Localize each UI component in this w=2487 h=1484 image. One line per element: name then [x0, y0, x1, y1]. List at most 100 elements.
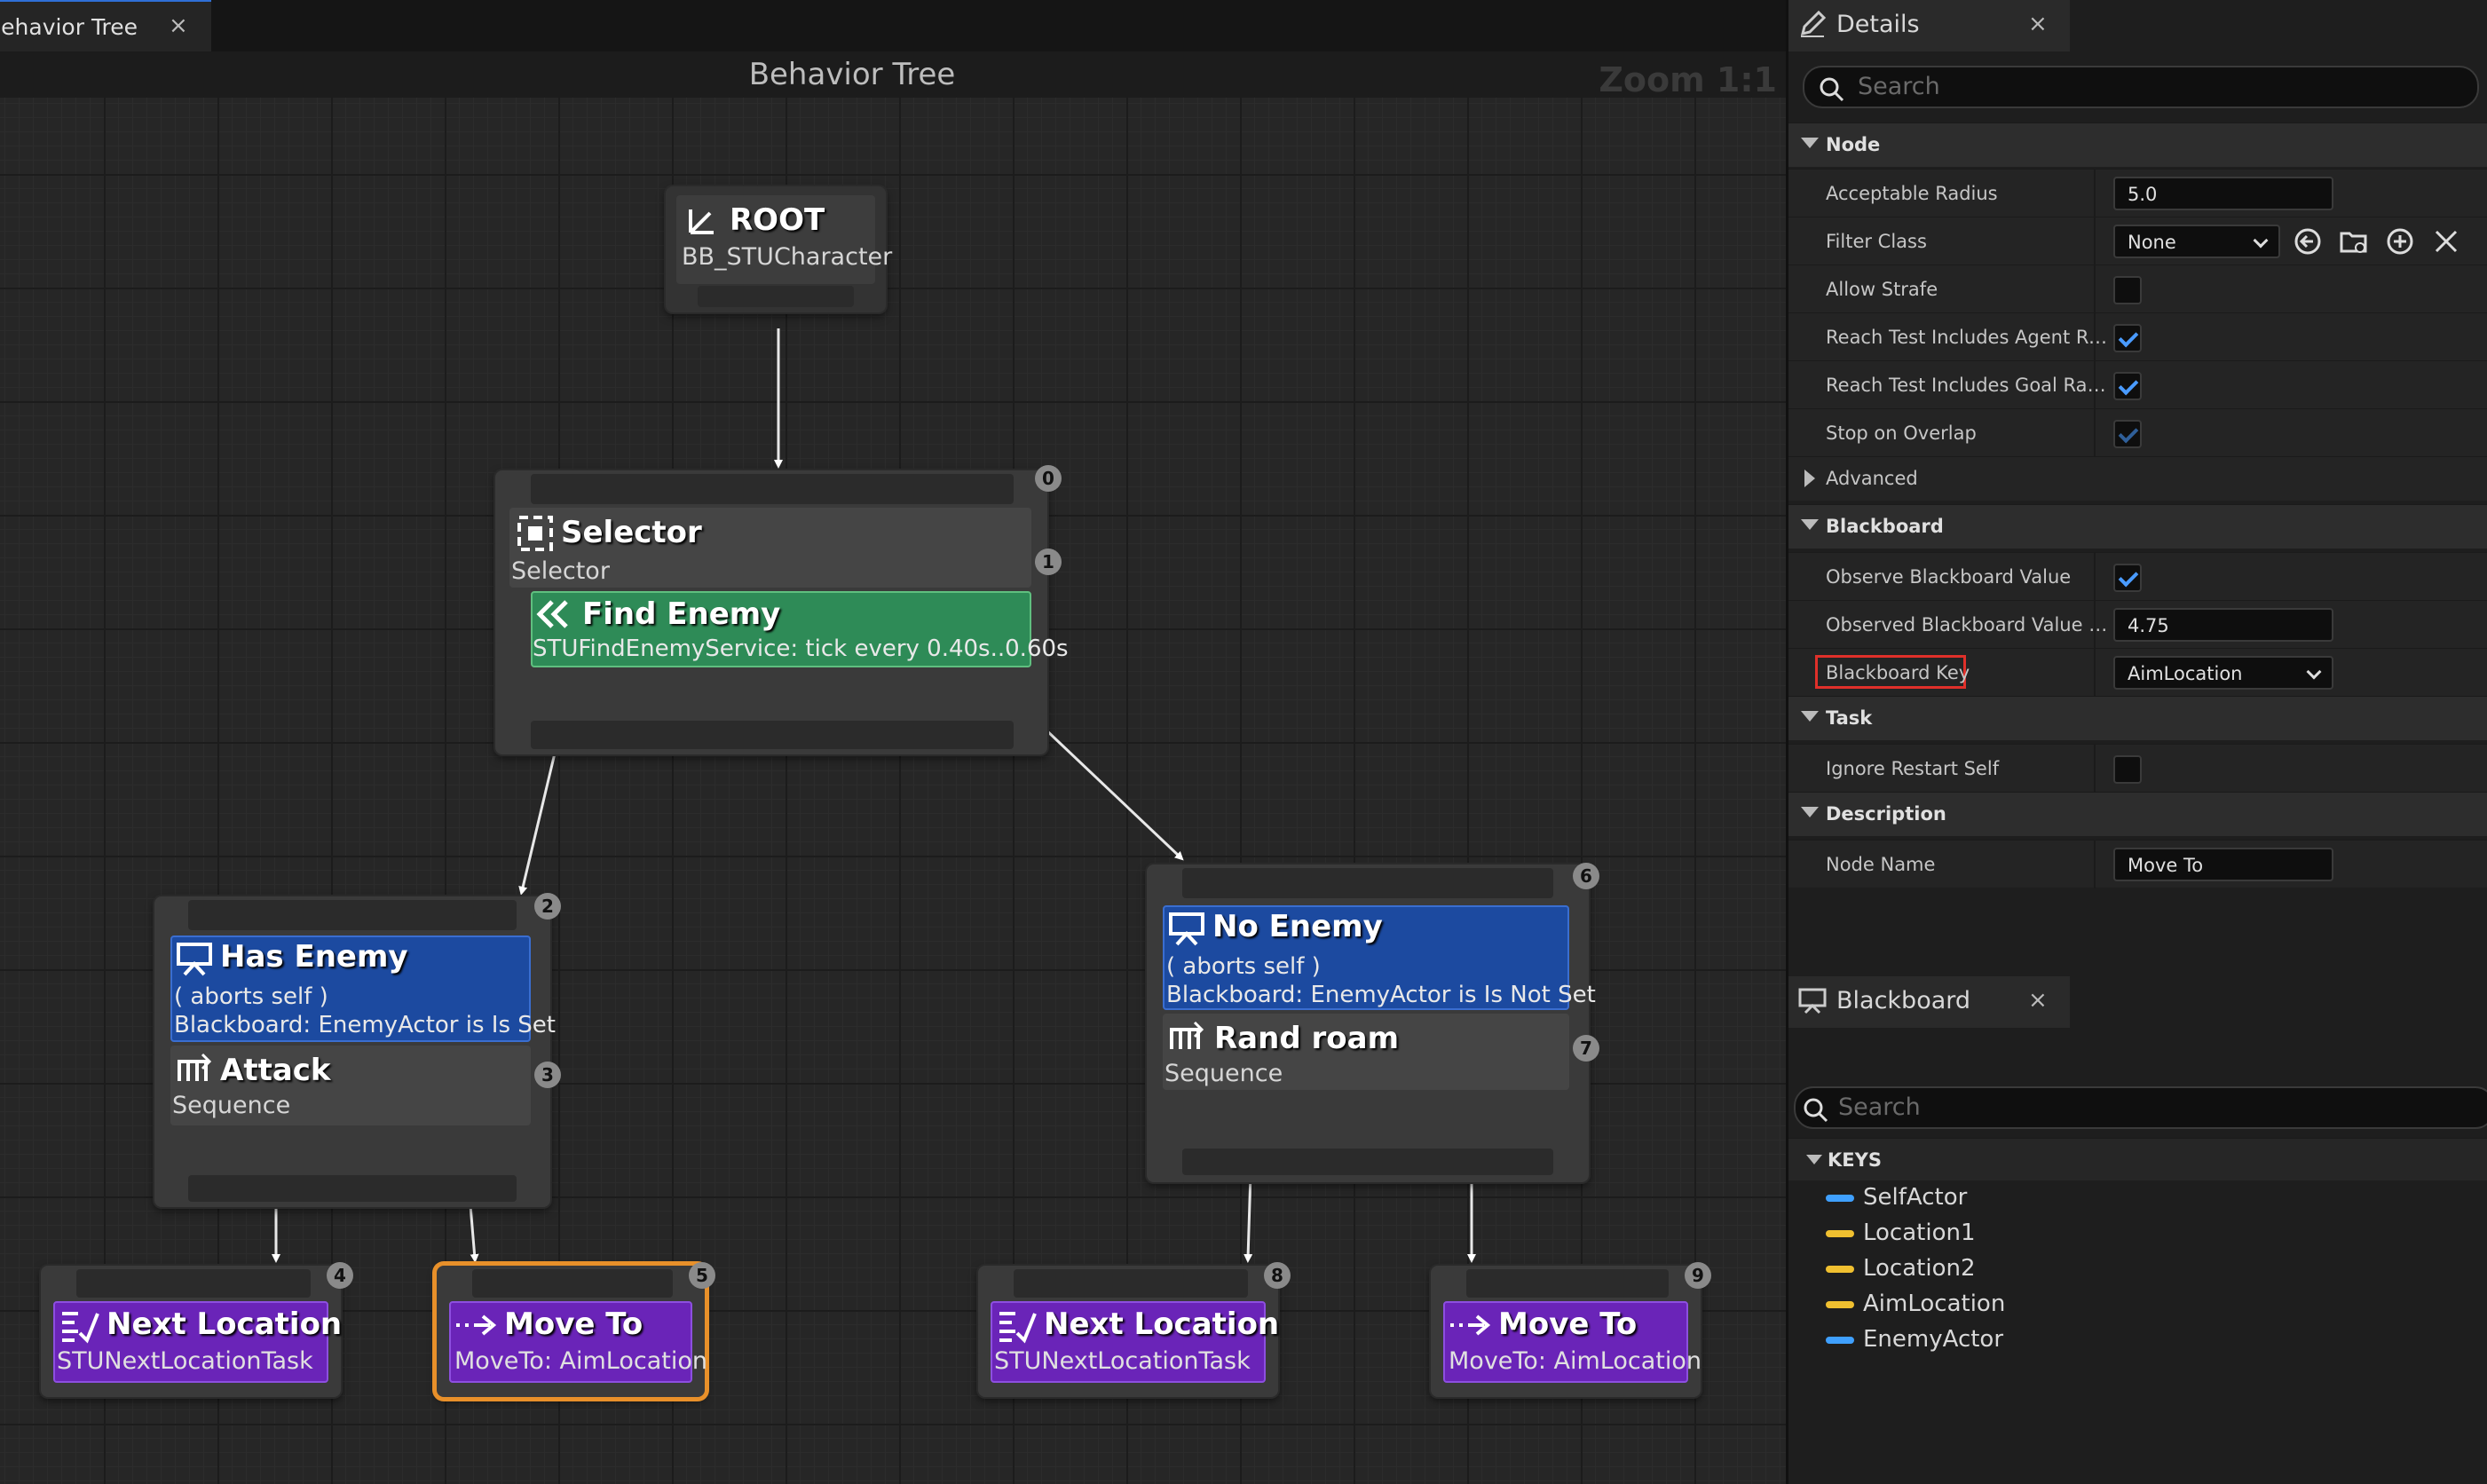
input-pin[interactable]: [76, 1269, 311, 1298]
decorator-icon: [177, 943, 212, 976]
move-to-icon: [456, 1314, 497, 1336]
tab-blackboard[interactable]: Blackboard ×: [1788, 976, 2070, 1028]
node-name-field[interactable]: Move To: [2113, 848, 2333, 881]
output-pin[interactable]: [531, 721, 1014, 749]
reach-agent-checkbox[interactable]: [2113, 324, 2142, 352]
node-subtitle: Sequence: [1165, 1060, 1283, 1087]
zoom-level: Zoom 1:1: [1599, 60, 1777, 99]
prop-label: Node Name: [1826, 854, 1936, 875]
object-type-swatch: [1826, 1194, 1854, 1202]
graph-title: Behavior Tree: [748, 57, 956, 92]
service-subtitle: STUFindEnemyService: tick every 0.40s..0…: [533, 635, 1069, 662]
tab-title: Behavior Tree: [0, 14, 138, 40]
close-icon[interactable]: ×: [2028, 11, 2048, 37]
attack-node[interactable]: Has Enemy ( aborts self ) Blackboard: En…: [154, 893, 561, 1207]
output-pin[interactable]: [698, 286, 854, 307]
bb-key-enemy-actor[interactable]: EnemyActor: [1826, 1326, 2003, 1353]
graph-canvas[interactable]: Behavior Tree Zoom 1:1 ROOT: [0, 51, 1786, 1484]
task-title: Next Location: [1044, 1306, 1280, 1342]
allow-strafe-checkbox[interactable]: [2113, 276, 2142, 304]
category-description[interactable]: Description: [1788, 792, 2487, 836]
decorator-has-enemy[interactable]: Has Enemy ( aborts self ) Blackboard: En…: [170, 935, 556, 1042]
ignore-restart-checkbox[interactable]: [2113, 755, 2142, 784]
prop-allow-strafe: Allow Strafe: [1788, 264, 2487, 313]
execution-order-badge: 3: [534, 1062, 561, 1088]
details-tab-title: Details: [1836, 11, 1920, 38]
decorator-icon: [1169, 912, 1204, 946]
close-icon[interactable]: ×: [169, 12, 188, 39]
category-label: Node: [1826, 134, 1881, 155]
prop-reach-goal: Reach Test Includes Goal Radi...: [1788, 360, 2487, 409]
key-name: SelfActor: [1863, 1184, 1968, 1211]
category-advanced[interactable]: Advanced: [1788, 456, 2487, 501]
prop-reach-agent: Reach Test Includes Agent Ra...: [1788, 312, 2487, 361]
browse-folder-icon[interactable]: [2339, 226, 2369, 257]
keys-label: KEYS: [1828, 1149, 1882, 1171]
reach-goal-checkbox[interactable]: [2113, 372, 2142, 400]
search-placeholder: Search: [1838, 1093, 1921, 1121]
prop-node-name: Node Name Move To: [1788, 840, 2487, 888]
blackboard-key-dropdown[interactable]: AimLocation: [2113, 656, 2333, 690]
prop-label: Stop on Overlap: [1826, 422, 1977, 444]
input-pin[interactable]: [472, 1269, 673, 1298]
output-pin[interactable]: [188, 1175, 517, 1202]
task-icon: [62, 1312, 99, 1344]
input-pin[interactable]: [1182, 868, 1553, 898]
selector-node[interactable]: Selector Selector Find Enemy STUFindEnem…: [495, 465, 1069, 754]
observed-tolerance-field[interactable]: 4.75: [2113, 608, 2333, 642]
clear-icon[interactable]: [2431, 226, 2461, 257]
wire-selector-no-enemy: [1026, 711, 1184, 861]
output-pin[interactable]: [1182, 1149, 1553, 1175]
vector-type-swatch: [1826, 1265, 1854, 1273]
prop-observed-tolerance: Observed Blackboard Value T...4.75: [1788, 600, 2487, 649]
node-title: Selector: [561, 515, 702, 550]
task-subtitle: MoveTo: AimLocation: [454, 1347, 707, 1375]
details-search-input[interactable]: Search: [1803, 66, 2479, 108]
root-node[interactable]: ROOT BB_STUCharacter: [666, 186, 892, 312]
category-node[interactable]: Node: [1788, 122, 2487, 167]
blackboard-search-input[interactable]: Search: [1794, 1086, 2487, 1129]
category-blackboard[interactable]: Blackboard: [1788, 504, 2487, 549]
execution-order-badge: 0: [1035, 465, 1062, 492]
observe-bb-checkbox[interactable]: [2113, 564, 2142, 592]
input-pin[interactable]: [1466, 1269, 1669, 1298]
next-location-task-1[interactable]: Next Location STUNextLocationTask 4: [41, 1262, 353, 1397]
close-icon[interactable]: ×: [2028, 987, 2048, 1014]
service-find-enemy[interactable]: Find Enemy STUFindEnemyService: tick eve…: [531, 591, 1069, 667]
input-pin[interactable]: [1014, 1269, 1248, 1298]
prop-label: Filter Class: [1826, 231, 1927, 252]
stop-overlap-checkbox[interactable]: [2113, 420, 2142, 448]
filter-class-dropdown[interactable]: None: [2113, 225, 2280, 258]
add-icon[interactable]: [2385, 226, 2415, 257]
next-location-task-2[interactable]: Next Location STUNextLocationTask 8: [978, 1262, 1291, 1397]
acceptable-radius-field[interactable]: 5.0: [2113, 177, 2333, 210]
service-icon: [536, 600, 568, 628]
input-pin[interactable]: [531, 474, 1014, 504]
input-pin[interactable]: [188, 900, 517, 930]
category-task[interactable]: Task: [1788, 696, 2487, 740]
vector-type-swatch: [1826, 1229, 1854, 1237]
move-to-task-1[interactable]: Move To MoveTo: AimLocation 5: [437, 1262, 715, 1397]
keys-header[interactable]: KEYS: [1788, 1138, 2487, 1180]
bb-key-location2[interactable]: Location2: [1826, 1255, 1976, 1282]
prop-label: Allow Strafe: [1826, 279, 1938, 300]
prop-stop-overlap: Stop on Overlap: [1788, 408, 2487, 457]
tab-behavior-tree[interactable]: Behavior Tree ×: [0, 0, 211, 51]
bb-key-location1[interactable]: Location1: [1826, 1220, 1976, 1246]
move-to-task-2[interactable]: Move To MoveTo: AimLocation 9: [1431, 1262, 1711, 1397]
bb-key-self-actor[interactable]: SelfActor: [1826, 1184, 1967, 1211]
key-name: Location2: [1863, 1255, 1976, 1282]
blackboard-tab-title: Blackboard: [1836, 987, 1971, 1014]
tab-details[interactable]: Details ×: [1788, 0, 2070, 51]
chevron-down-icon: [2253, 233, 2269, 249]
node-subtitle: Selector: [511, 557, 610, 585]
service-title: Find Enemy: [582, 596, 781, 632]
rand-roam-node[interactable]: No Enemy ( aborts self ) Blackboard: Ene…: [1147, 863, 1599, 1182]
use-selected-icon[interactable]: [2293, 226, 2323, 257]
chevron-down-icon: [1801, 519, 1819, 530]
bb-key-aim-location[interactable]: AimLocation: [1826, 1291, 2005, 1317]
execution-order-badge: 7: [1573, 1035, 1599, 1062]
decorator-no-enemy[interactable]: No Enemy ( aborts self ) Blackboard: Ene…: [1163, 905, 1596, 1010]
document-tab-bar: Behavior Tree ×: [0, 0, 1786, 51]
